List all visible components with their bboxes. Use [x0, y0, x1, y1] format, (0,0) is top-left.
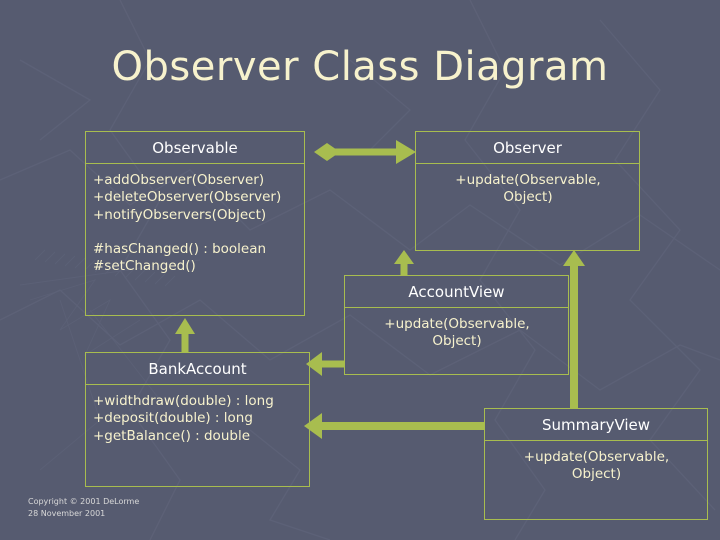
class-name-bankaccount: BankAccount	[86, 353, 309, 385]
class-name-accountview: AccountView	[345, 276, 568, 308]
class-operations-summaryview: +update(Observable, Object)	[523, 449, 670, 483]
class-box-observable[interactable]: Observable +addObserver(Observer) +delet…	[85, 131, 305, 316]
connector-summaryview-to-bankaccount	[304, 413, 484, 439]
page-title: Observer Class Diagram	[111, 44, 609, 90]
footer: Copyright © 2001 DeLorme 28 November 200…	[28, 496, 139, 520]
class-box-summaryview[interactable]: SummaryView +update(Observable, Object)	[484, 408, 708, 520]
connector-observable-to-observer	[314, 140, 416, 164]
footer-date: 28 November 2001	[28, 509, 106, 518]
class-operations-bankaccount: +widthdraw(double) : long +deposit(doubl…	[93, 393, 274, 444]
connector-accountview-to-observer	[394, 250, 414, 275]
class-operations-observer: +update(Observable, Object)	[455, 172, 601, 206]
connector-accountview-to-bankaccount	[306, 352, 344, 376]
class-name-observable: Observable	[86, 132, 304, 164]
class-box-accountview[interactable]: AccountView +update(Observable, Object)	[344, 275, 569, 375]
class-operations-accountview: +update(Observable, Object)	[384, 316, 530, 350]
class-name-summaryview: SummaryView	[485, 409, 707, 441]
class-box-observer[interactable]: Observer +update(Observable, Object)	[415, 131, 640, 251]
class-name-observer: Observer	[416, 132, 639, 164]
footer-copyright: Copyright © 2001 DeLorme	[28, 497, 140, 506]
class-operations-observable: +addObserver(Observer) +deleteObserver(O…	[93, 172, 282, 275]
class-box-bankaccount[interactable]: BankAccount +widthdraw(double) : long +d…	[85, 352, 310, 487]
connector-bankaccount-to-observable	[175, 318, 195, 352]
